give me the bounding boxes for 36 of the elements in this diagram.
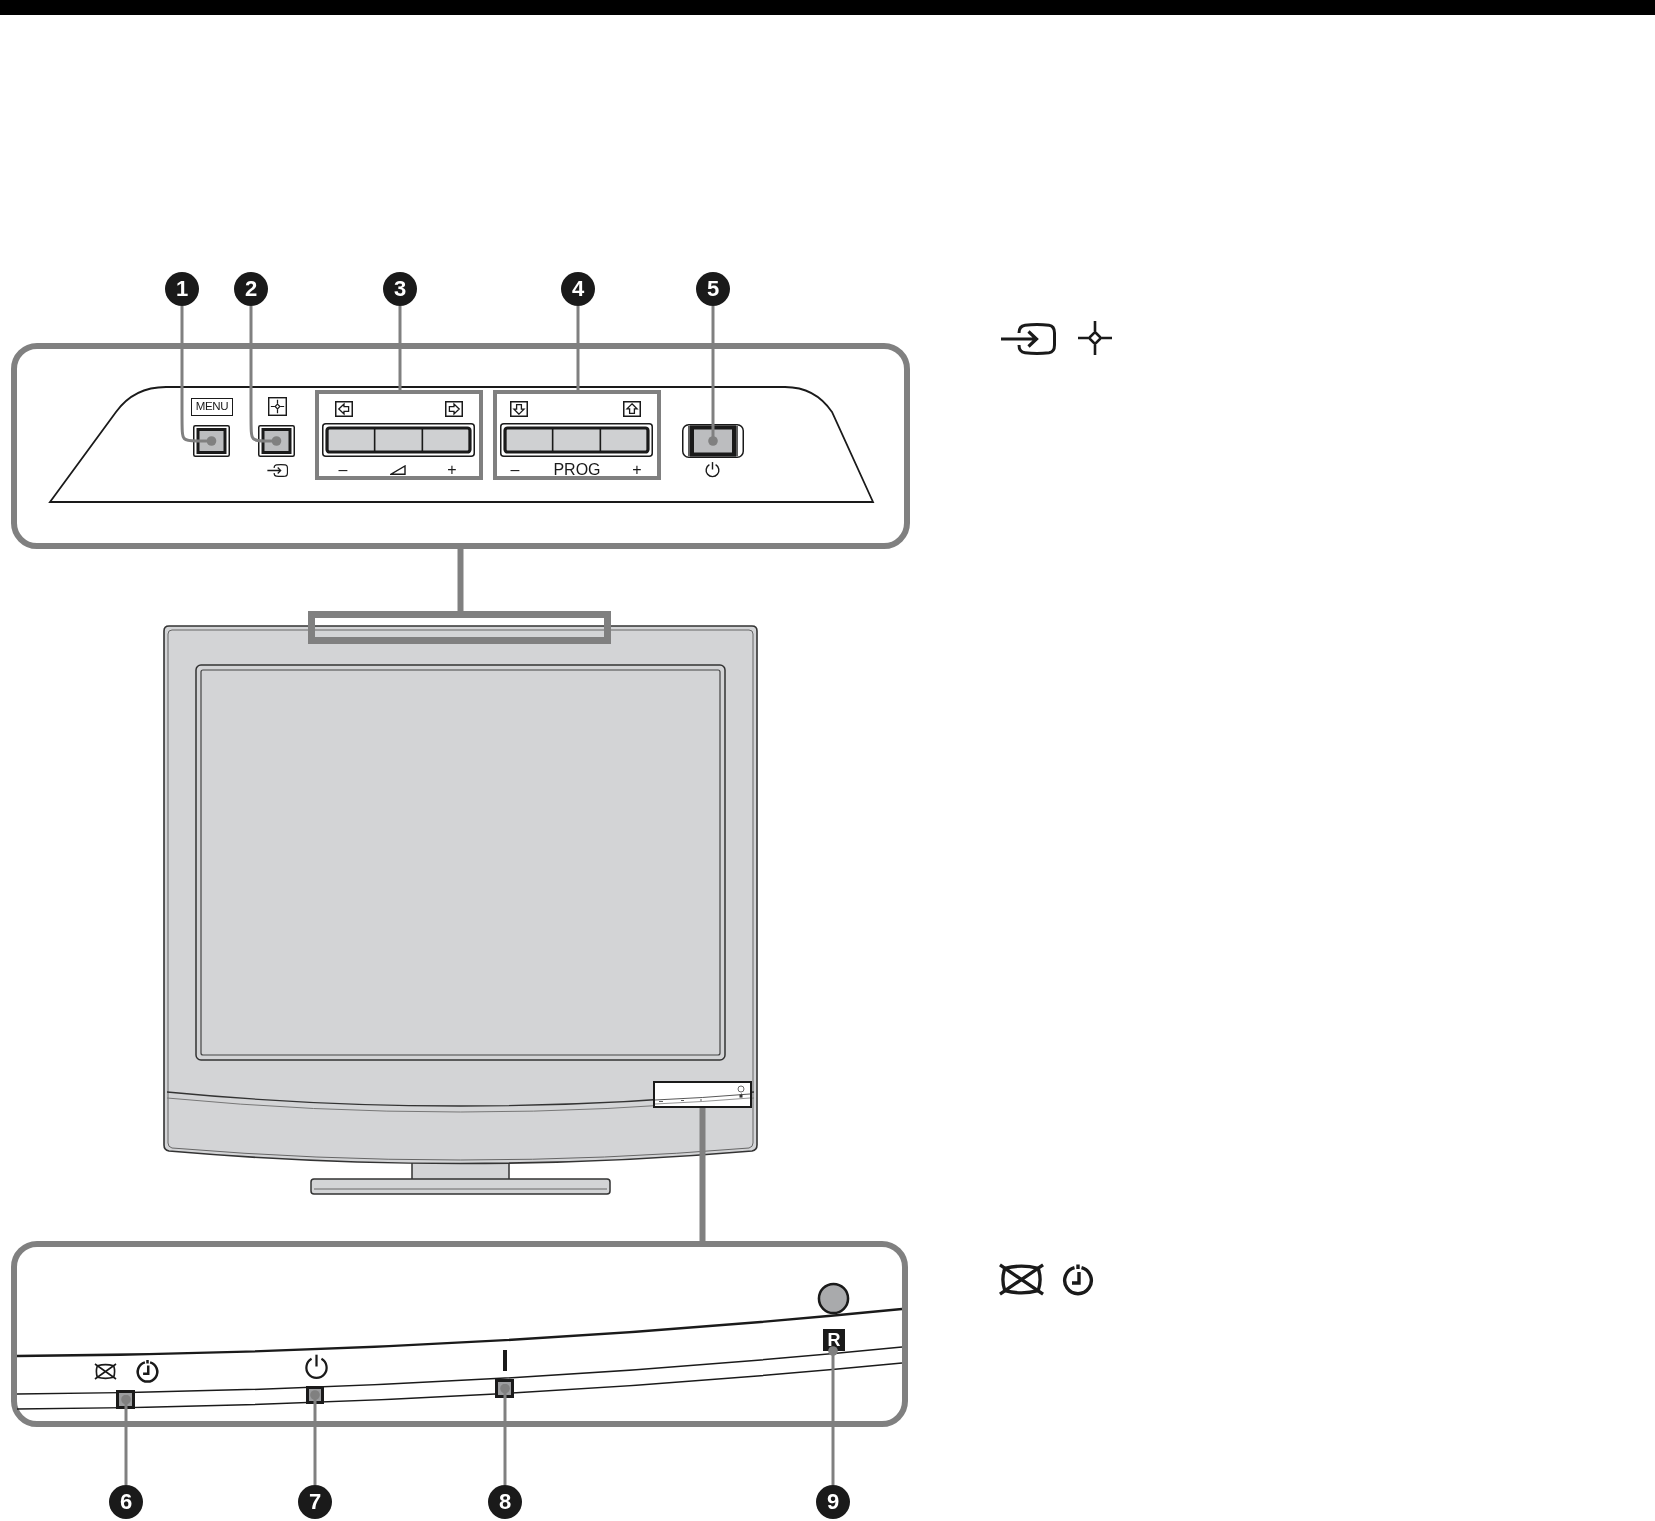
button-group-frame: [315, 390, 483, 480]
button-label: +: [632, 462, 642, 478]
leader-line: [249, 306, 282, 446]
callout-number: 9: [816, 1485, 850, 1519]
callout-number: 4: [561, 272, 595, 306]
callout-number: 2: [234, 272, 268, 306]
panel-button: [258, 425, 295, 457]
callout-number: 1: [165, 272, 199, 306]
button-label: +: [447, 462, 457, 478]
callout-number: 6: [109, 1485, 143, 1519]
button-label: –: [338, 462, 348, 478]
menu-label: MENU: [191, 398, 233, 416]
callout-number: 3: [383, 272, 417, 306]
connector-line: [699, 1108, 706, 1241]
leader-line: [398, 306, 402, 390]
detail-frame: [11, 1241, 908, 1427]
connector-line: [457, 549, 464, 611]
callout-number: 5: [696, 272, 730, 306]
button-group-frame: [493, 390, 661, 480]
panel-button: [193, 425, 230, 457]
leader-line: [500, 1383, 510, 1485]
indicator-strip-highlight: [653, 1081, 752, 1108]
remote-sensor-mark: R: [823, 1329, 845, 1351]
leader-line: [576, 306, 580, 390]
button-label: –: [510, 462, 520, 478]
detail-frame: [11, 343, 910, 549]
leader-line: [828, 1346, 838, 1485]
leader-line: [121, 1394, 131, 1485]
callout-number: 8: [488, 1485, 522, 1519]
power-button: [682, 424, 744, 458]
button-label: PROG: [553, 462, 601, 478]
callout-number: 7: [298, 1485, 332, 1519]
leader-line: [180, 306, 217, 446]
leader-line: [310, 1390, 320, 1485]
highlight-frame: [308, 611, 611, 644]
leader-line: [708, 306, 718, 446]
